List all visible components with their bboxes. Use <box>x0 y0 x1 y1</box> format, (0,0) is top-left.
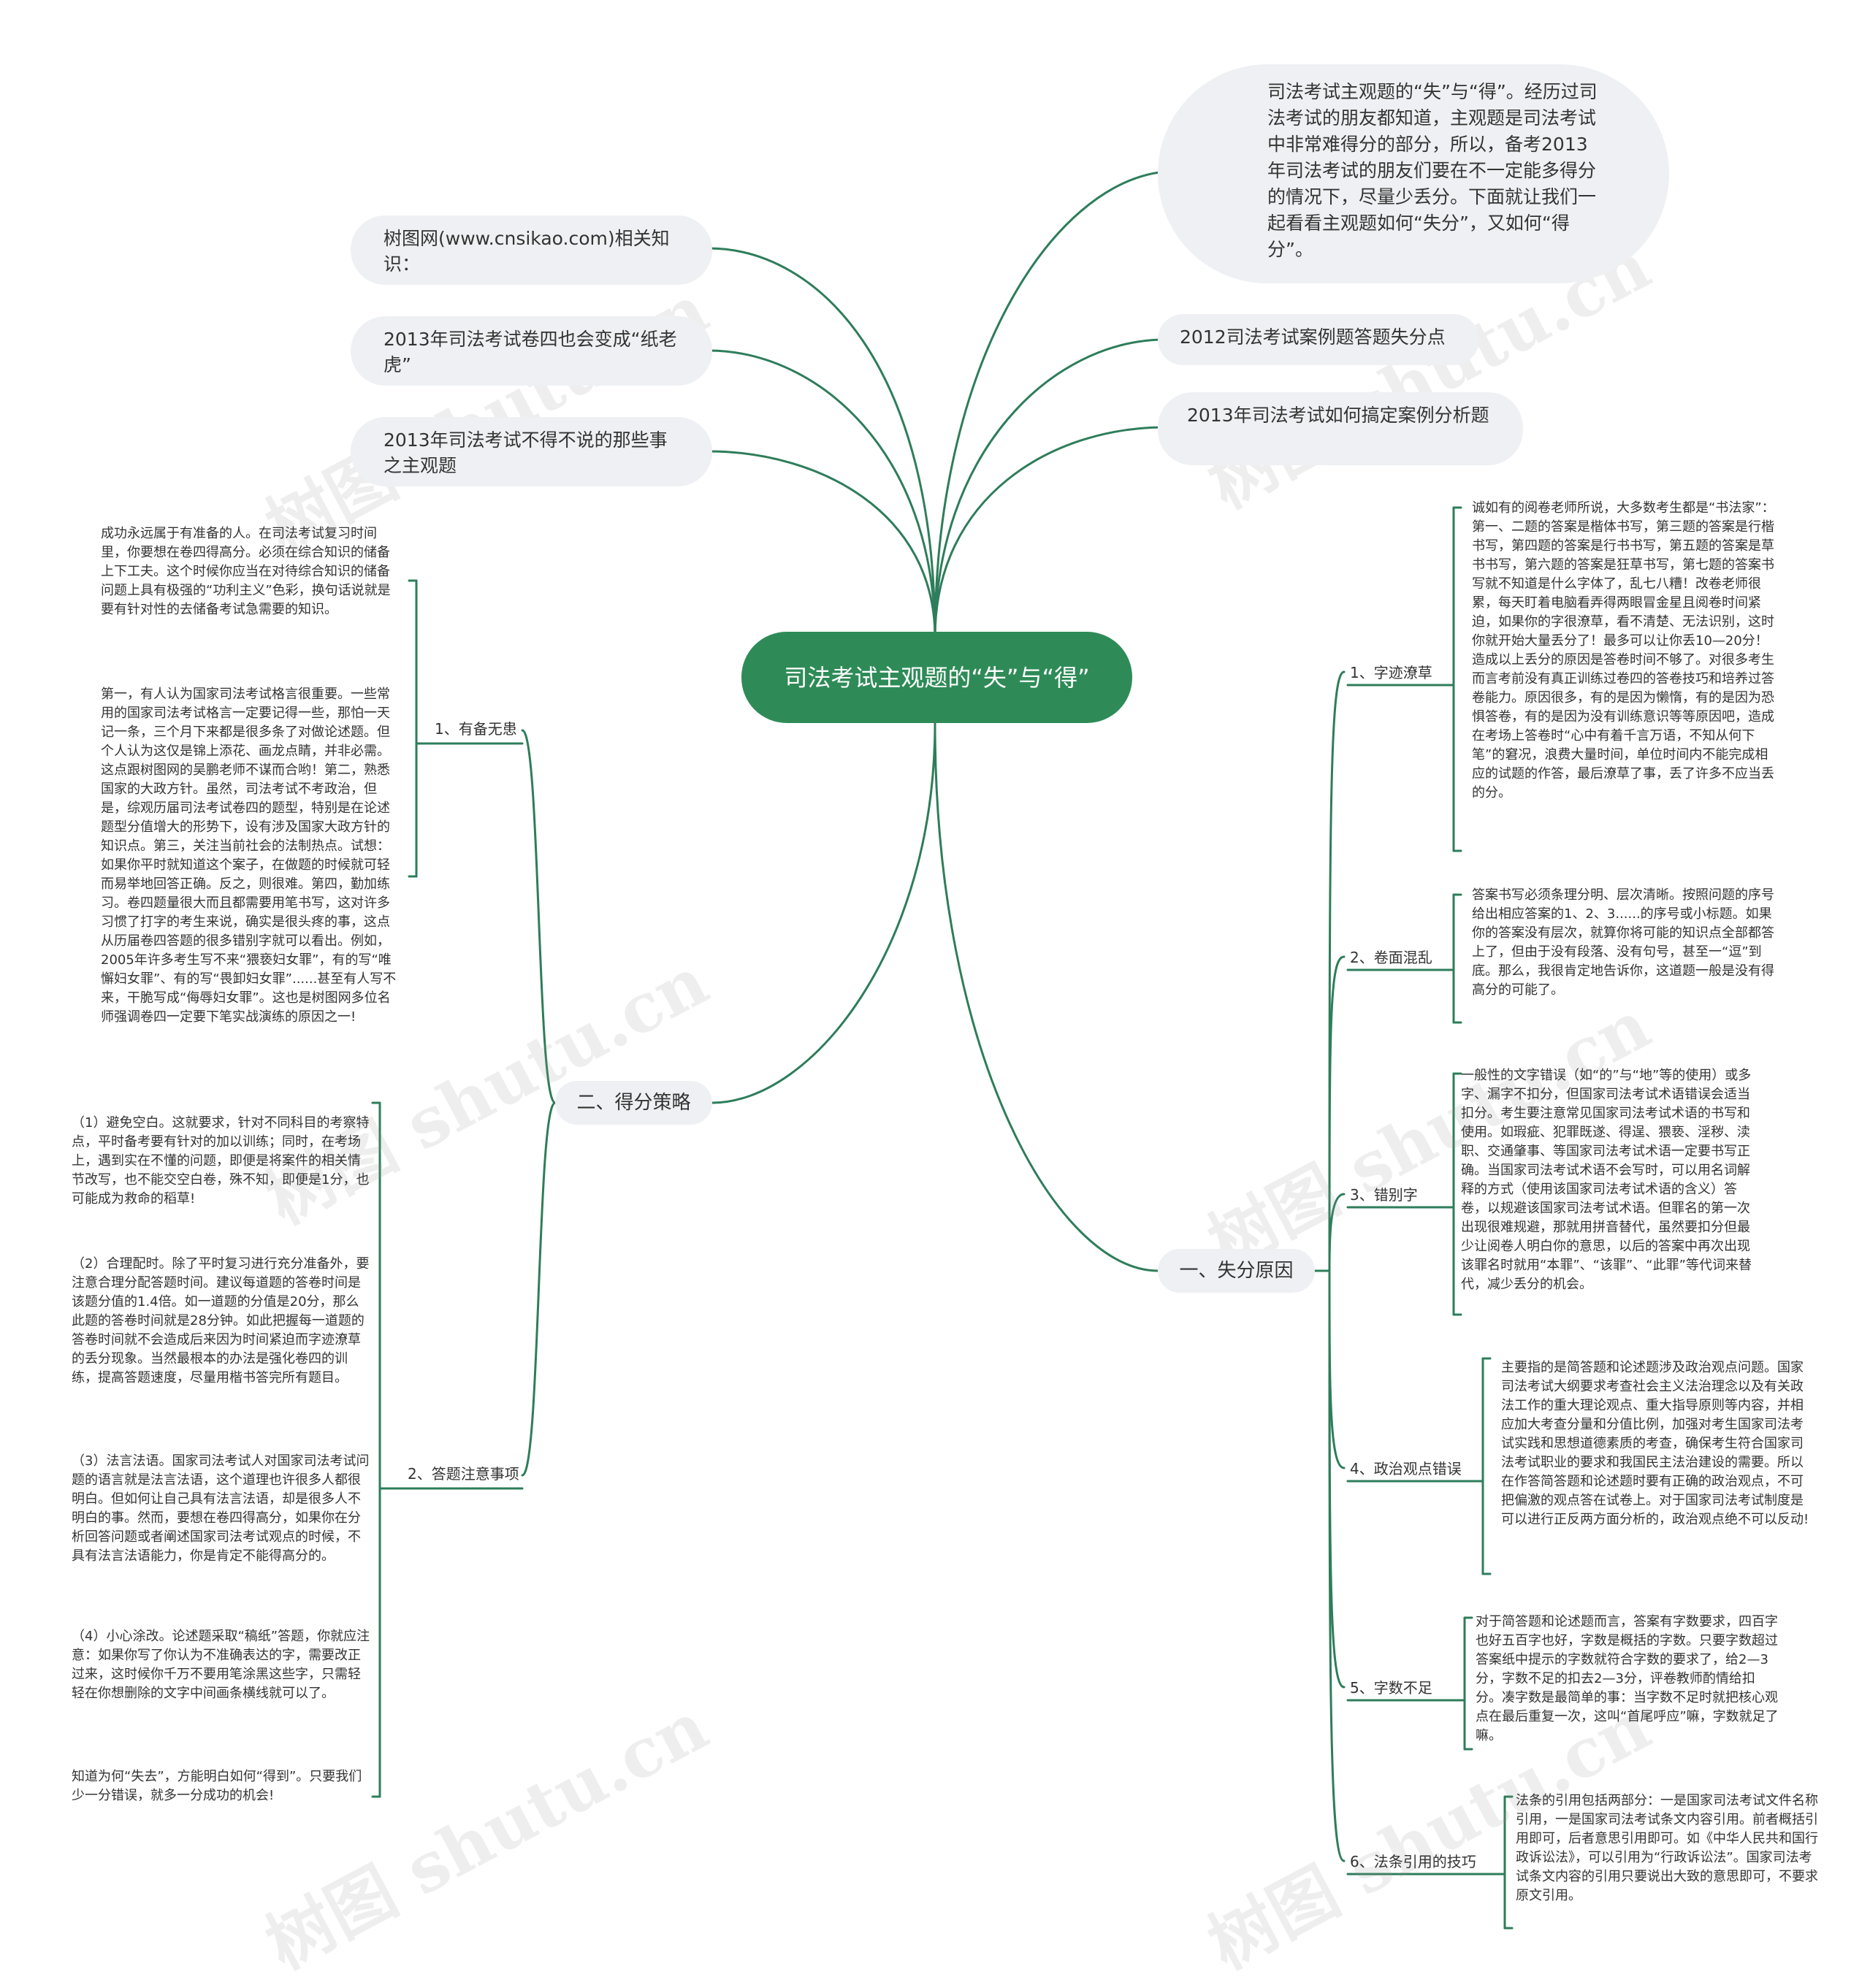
reason-3-text: 一般性的文字错误（如“的”与“地”等的使用）或多字、漏字不扣分，但国家司法考试术… <box>1461 1068 1752 1292</box>
link-root-link1 <box>934 338 1167 639</box>
branch-score-strategy[interactable]: 二、得分策略 <box>555 1081 712 1125</box>
strategy-1-label[interactable]: 1、有备无患 <box>435 720 517 738</box>
link-right-c1 <box>1328 670 1346 1272</box>
link-root-right-branch <box>934 722 1159 1272</box>
reason-4-text: 主要指的是简答题和论述题涉及政治观点问题。国家司法考试大纲要求考查社会主义法治理… <box>1501 1360 1809 1527</box>
link-node-2013-case-text: 2013年司法考试如何搞定案例分析题 <box>1187 405 1489 426</box>
reason-1-label[interactable]: 1、字迹潦草 <box>1350 664 1432 681</box>
branch-score-strategy-label: 二、得分策略 <box>576 1092 691 1114</box>
link-node-2012[interactable]: 2012司法考试案例题答题失分点 <box>1158 314 1479 365</box>
subjective-things-node[interactable]: 2013年司法考试不得不说的那些事之主观题 <box>351 417 712 486</box>
reason-1-text: 诚如有的阅卷老师所说，大多数考生都是“书法家”：第一、二题的答案是楷体书写，第三… <box>1472 500 1775 800</box>
related-knowledge-node[interactable]: 树图网(www.cnsikao.com)相关知识： <box>351 215 712 285</box>
link-right-c5 <box>1328 1269 1346 1689</box>
reason-5-label[interactable]: 5、字数不足 <box>1350 1679 1432 1697</box>
strategy-2-text-3: （3）法言法语。国家司法考试人对国家司法考试问题的语言就是法言法语，这个道理也许… <box>72 1453 370 1564</box>
link-right-c4 <box>1328 1269 1346 1469</box>
related-knowledge-text: 树图网(www.cnsikao.com)相关知识： <box>383 228 670 275</box>
root-title: 司法考试主观题的“失”与“得” <box>784 663 1090 692</box>
strategy-2-text-1: （1）避免空白。这就要求，针对不同科目的考察特点，平时备考要有针对的加以训练；同… <box>72 1115 370 1207</box>
strategy-2-text-2: （2）合理配时。除了平时复习进行充分准备外，要注意合理分配答题时间。建议每道题的… <box>72 1256 370 1385</box>
link-right-c3 <box>1328 1193 1346 1272</box>
link-root-item1 <box>707 247 936 639</box>
link-left-c1 <box>521 729 557 1104</box>
reason-6-text: 法条的引用包括两部分：一是国家司法考试文件名称引用，一是国家司法考试条文内容引用… <box>1516 1793 1818 1903</box>
link-root-intro <box>934 170 1167 639</box>
strategy-2-text-4: （4）小心涂改。论述题采取“稿纸”答题，你就应注意：如果你写了你认为不准确表达的… <box>72 1629 370 1701</box>
link-right-c6 <box>1328 1269 1346 1862</box>
link-right-c2 <box>1328 955 1346 1272</box>
link-left-c2 <box>521 1101 557 1477</box>
reason-3-label[interactable]: 3、错别字 <box>1350 1186 1418 1204</box>
link-root-item3 <box>707 450 936 639</box>
paper-tiger-node[interactable]: 2013年司法考试卷四也会变成“纸老虎” <box>351 316 712 386</box>
reason-6-label[interactable]: 6、法条引用的技巧 <box>1350 1853 1476 1870</box>
reason-2-label[interactable]: 2、卷面混乱 <box>1350 949 1432 966</box>
strategy-1-text-2: 第一，有人认为国家司法考试格言很重要。一些常用的国家司法考试格言一定要记得一些，… <box>101 687 397 1025</box>
strategy-2-text-5: 知道为何“失去”，方能明白如何“得到”。只要我们少一分错误，就多一分成功的机会! <box>72 1769 362 1803</box>
link-root-left-branch <box>711 722 936 1104</box>
link-node-2012-text: 2012司法考试案例题答题失分点 <box>1180 326 1446 348</box>
strategy-1-text-1: 成功永远属于有准备的人。在司法考试复习时间里，你要想在卷四得高分。必须在综合知识… <box>101 526 391 617</box>
reason-5-text: 对于简答题和论述题而言，答案有字数要求，四百字也好五百字也好，字数是概括的字数。… <box>1476 1614 1779 1743</box>
reason-4-label[interactable]: 4、政治观点错误 <box>1350 1460 1462 1477</box>
branch-lose-points[interactable]: 一、失分原因 <box>1158 1249 1315 1293</box>
reason-2-text: 答案书写必须条理分明、层次清晰。按照问题的序号给出相应答案的1、2、3.....… <box>1472 887 1774 998</box>
paper-tiger-text: 2013年司法考试卷四也会变成“纸老虎” <box>383 329 677 375</box>
intro-node[interactable]: 司法考试主观题的“失”与“得”。经历过司法考试的朋友都知道，主观题是司法考试中非… <box>1158 64 1669 283</box>
link-root-item2 <box>707 349 936 639</box>
root-node[interactable]: 司法考试主观题的“失”与“得” <box>741 632 1132 723</box>
link-node-2013-case[interactable]: 2013年司法考试如何搞定案例分析题 <box>1158 392 1523 465</box>
branch-lose-points-label: 一、失分原因 <box>1179 1260 1294 1282</box>
intro-text: 司法考试主观题的“失”与“得”。经历过司法考试的朋友都知道，主观题是司法考试中非… <box>1267 81 1598 260</box>
strategy-2-label[interactable]: 2、答题注意事项 <box>408 1465 519 1483</box>
link-root-link2 <box>934 426 1167 639</box>
subjective-things-text: 2013年司法考试不得不说的那些事之主观题 <box>383 429 668 476</box>
